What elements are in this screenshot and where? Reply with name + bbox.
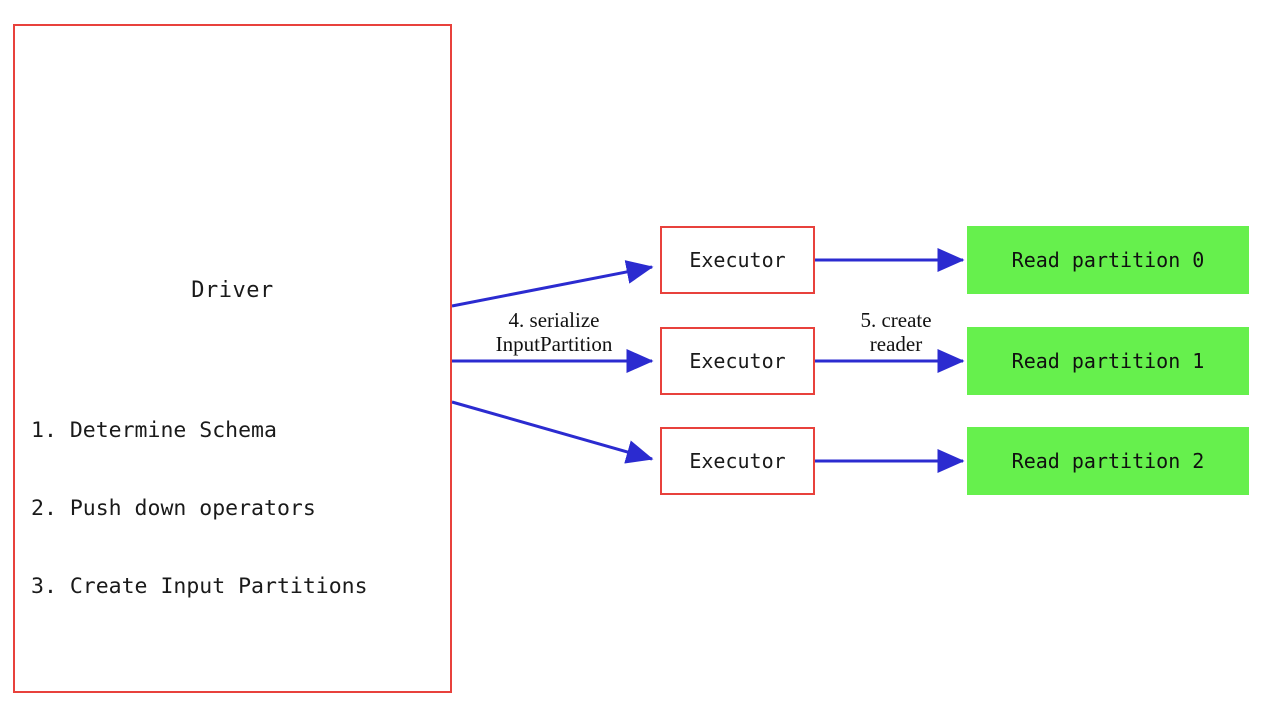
executor-label-0: Executor (689, 248, 786, 272)
partition-label-1: Read partition 1 (1011, 349, 1205, 373)
driver-title: Driver (191, 278, 274, 303)
arrow-label-serialize: 4. serialize InputPartition (466, 308, 642, 356)
partition-box-2: Read partition 2 (967, 427, 1249, 495)
arrow-label-create-reader-line-1: 5. create (860, 308, 932, 332)
partition-box-1: Read partition 1 (967, 327, 1249, 395)
partition-label-2: Read partition 2 (1011, 449, 1205, 473)
arrow-driver-to-executor-0 (451, 260, 654, 308)
partition-box-0: Read partition 0 (967, 226, 1249, 294)
driver-step-3: 3. Create Input Partitions (31, 574, 368, 599)
driver-step-2: 2. Push down operators (31, 496, 316, 521)
executor-label-2: Executor (689, 449, 786, 473)
arrow-label-create-reader-line-2: reader (869, 332, 923, 356)
executor-label-1: Executor (689, 349, 786, 373)
arrow-driver-to-executor-2 (451, 400, 654, 464)
executor-box-0: Executor (660, 226, 815, 294)
partition-label-0: Read partition 0 (1011, 248, 1205, 272)
driver-box: Driver 1. Determine Schema 2. Push down … (13, 24, 452, 693)
arrow-label-create-reader: 5. create reader (826, 308, 966, 356)
executor-box-2: Executor (660, 427, 815, 495)
arrow-label-serialize-line-2: InputPartition (495, 332, 613, 356)
driver-steps-list: 1. Determine Schema 2. Push down operato… (31, 366, 368, 652)
arrow-label-serialize-line-1: 4. serialize (508, 308, 600, 332)
executor-box-1: Executor (660, 327, 815, 395)
driver-step-1: 1. Determine Schema (31, 418, 277, 443)
